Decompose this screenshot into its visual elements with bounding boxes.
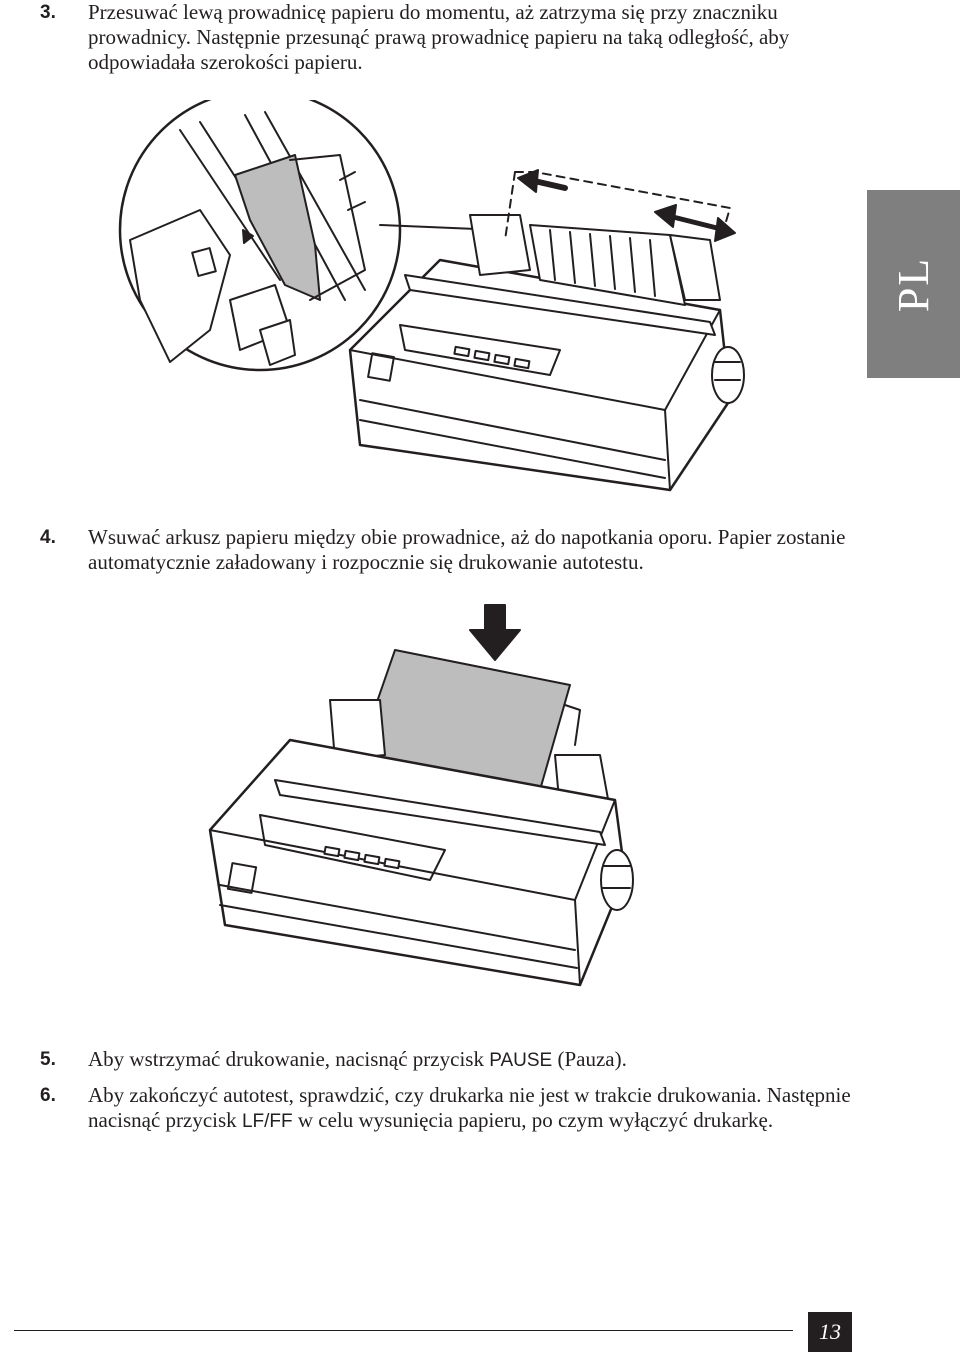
footer-rule	[14, 1330, 793, 1331]
step-text-part: Aby zakończyć autotest, sprawdzić, czy d…	[88, 1083, 851, 1132]
step-text: Aby wstrzymać drukowanie, nacisnąć przyc…	[88, 1047, 860, 1073]
step-6: 6. Aby zakończyć autotest, sprawdzić, cz…	[40, 1083, 860, 1134]
step-text-part: Aby wstrzymać drukowanie, nacisnąć przyc…	[88, 1047, 490, 1071]
pause-key-label: PAUSE	[489, 1050, 553, 1071]
step-text-part: (Pauza).	[552, 1047, 627, 1071]
step-number: 4.	[40, 527, 56, 548]
step-3: 3. Przesuwać lewą prowadnicę papieru do …	[40, 0, 860, 75]
step-text: Aby zakończyć autotest, sprawdzić, czy d…	[88, 1083, 860, 1134]
step-text: Wsuwać arkusz papieru między obie prowad…	[88, 525, 846, 574]
step-text-part: w celu wysunięcia papieru, po czym wyłąc…	[292, 1108, 774, 1132]
language-tab-label: PL	[888, 256, 938, 312]
language-tab: PL	[867, 190, 960, 378]
step-4: 4. Wsuwać arkusz papieru między obie pro…	[40, 525, 860, 575]
paper-guide-illustration	[118, 100, 745, 492]
page-number: 13	[808, 1312, 852, 1352]
page-number-label: 13	[819, 1319, 841, 1344]
step-text: Przesuwać lewą prowadnicę papieru do mom…	[88, 0, 790, 74]
lf-ff-key-label: LF/FF	[241, 1111, 293, 1132]
step-number: 3.	[40, 2, 56, 23]
paper-insert-illustration	[208, 604, 634, 987]
step-number: 5.	[40, 1049, 56, 1070]
step-number: 6.	[40, 1085, 56, 1106]
step-5: 5. Aby wstrzymać drukowanie, nacisnąć pr…	[40, 1047, 860, 1073]
